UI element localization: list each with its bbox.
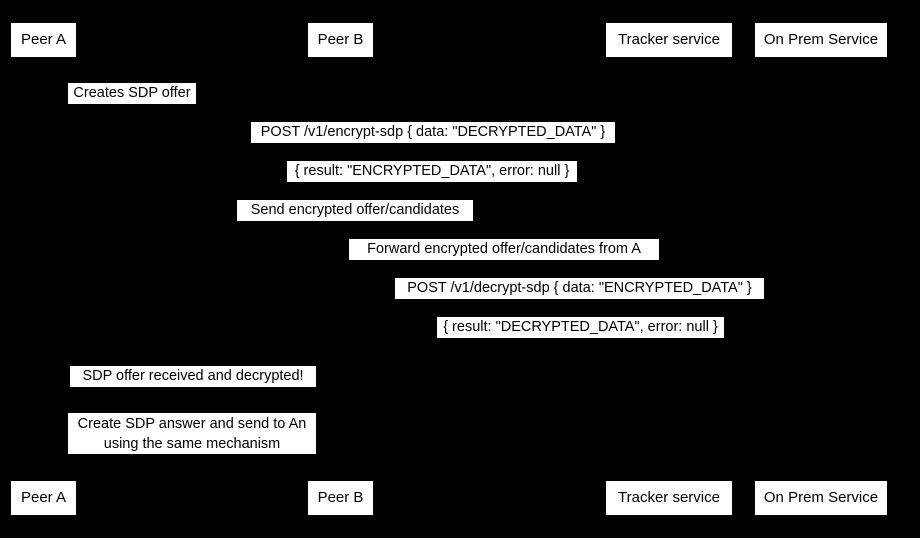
message-label-post-encrypt-sdp: POST /v1/encrypt-sdp { data: "DECRYPTED_… [251,122,615,143]
participant-footer-tracker-service[interactable]: Tracker service [605,480,733,516]
participant-header-on-prem-service[interactable]: On Prem Service [754,22,888,58]
participant-header-peer-a[interactable]: Peer A [10,22,77,58]
participant-header-tracker-service[interactable]: Tracker service [605,22,733,58]
message-label-encrypt-sdp-result: { result: "ENCRYPTED_DATA", error: null … [287,161,577,182]
participant-footer-on-prem-service[interactable]: On Prem Service [754,480,888,516]
message-label-sdp-offer-received: SDP offer received and decrypted! [70,366,316,387]
lifeline-peer-a [43,58,44,480]
message-label-create-sdp-answer: Create SDP answer and send to An using t… [68,413,316,454]
message-label-decrypt-sdp-result: { result: "DECRYPTED_DATA", error: null … [437,317,724,338]
lifeline-peer-b [340,58,341,480]
lifeline-on-prem-service [821,58,822,480]
message-label-creates-sdp-offer: Creates SDP offer [68,83,196,104]
participant-footer-peer-a[interactable]: Peer A [10,480,77,516]
participant-footer-peer-b[interactable]: Peer B [307,480,374,516]
message-label-forward-encrypted-offer: Forward encrypted offer/candidates from … [349,239,659,260]
lifeline-tracker-service [669,58,670,480]
message-label-post-decrypt-sdp: POST /v1/decrypt-sdp { data: "ENCRYPTED_… [395,278,764,299]
participant-header-peer-b[interactable]: Peer B [307,22,374,58]
message-label-send-encrypted-offer: Send encrypted offer/candidates [237,200,473,221]
